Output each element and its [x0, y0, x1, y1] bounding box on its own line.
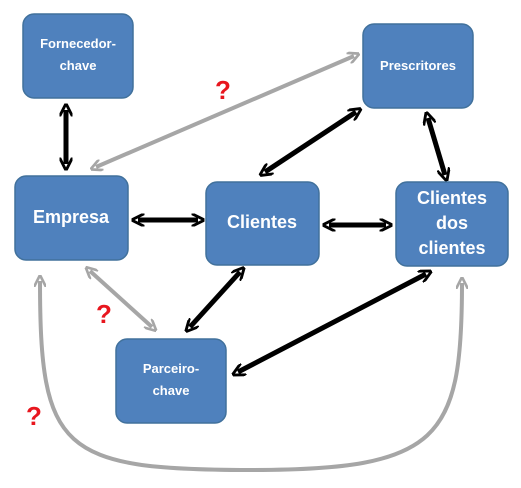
node-parceiro-chave-label: Parceiro-chave [143, 361, 199, 398]
node-label-line: Clientes [417, 188, 487, 208]
question-mark-empresa-clientes-dos-clientes: ? [26, 401, 42, 431]
question-mark-empresa-prescritores: ? [215, 75, 231, 105]
node-empresa-label: Empresa [33, 207, 110, 227]
node-label-line: clientes [418, 238, 485, 258]
node-label-line: Clientes [227, 212, 297, 232]
link-empresa-clientes-dos-clientes [40, 281, 462, 473]
question-mark-empresa-parceiro: ? [96, 299, 112, 329]
node-clientes-label: Clientes [227, 212, 297, 232]
node-label-line: Prescritores [380, 58, 456, 73]
node-empresa: Empresa [14, 175, 129, 261]
node-fornecedor-chave-label: Fornecedor-chave [40, 36, 116, 73]
node-fornecedor-chave: Fornecedor-chave [22, 13, 134, 99]
node-parceiro-chave: Parceiro-chave [115, 338, 227, 424]
node-label-line: chave [153, 383, 190, 398]
node-label-line: Fornecedor- [40, 36, 116, 51]
node-clientes: Clientes [205, 181, 320, 266]
node-label-line: Empresa [33, 207, 110, 227]
node-label-line: chave [60, 58, 97, 73]
link-clientes-prescritores [265, 112, 356, 172]
link-empresa-prescritores [96, 56, 354, 167]
node-prescritores: Prescritores [362, 23, 474, 109]
node-label-line: dos [436, 213, 468, 233]
link-parceiro-clientes-dos-clientes [238, 274, 426, 372]
node-prescritores-label: Prescritores [380, 58, 456, 73]
node-label-line: Parceiro- [143, 361, 199, 376]
node-clientes-dos-clientes-label: Clientes dos clientes [417, 188, 487, 258]
link-prescritores-clientes-dos-clientes [428, 118, 445, 175]
node-clientes-dos-clientes: Clientes dos clientes [395, 181, 509, 267]
link-clientes-parceiro [190, 272, 240, 327]
